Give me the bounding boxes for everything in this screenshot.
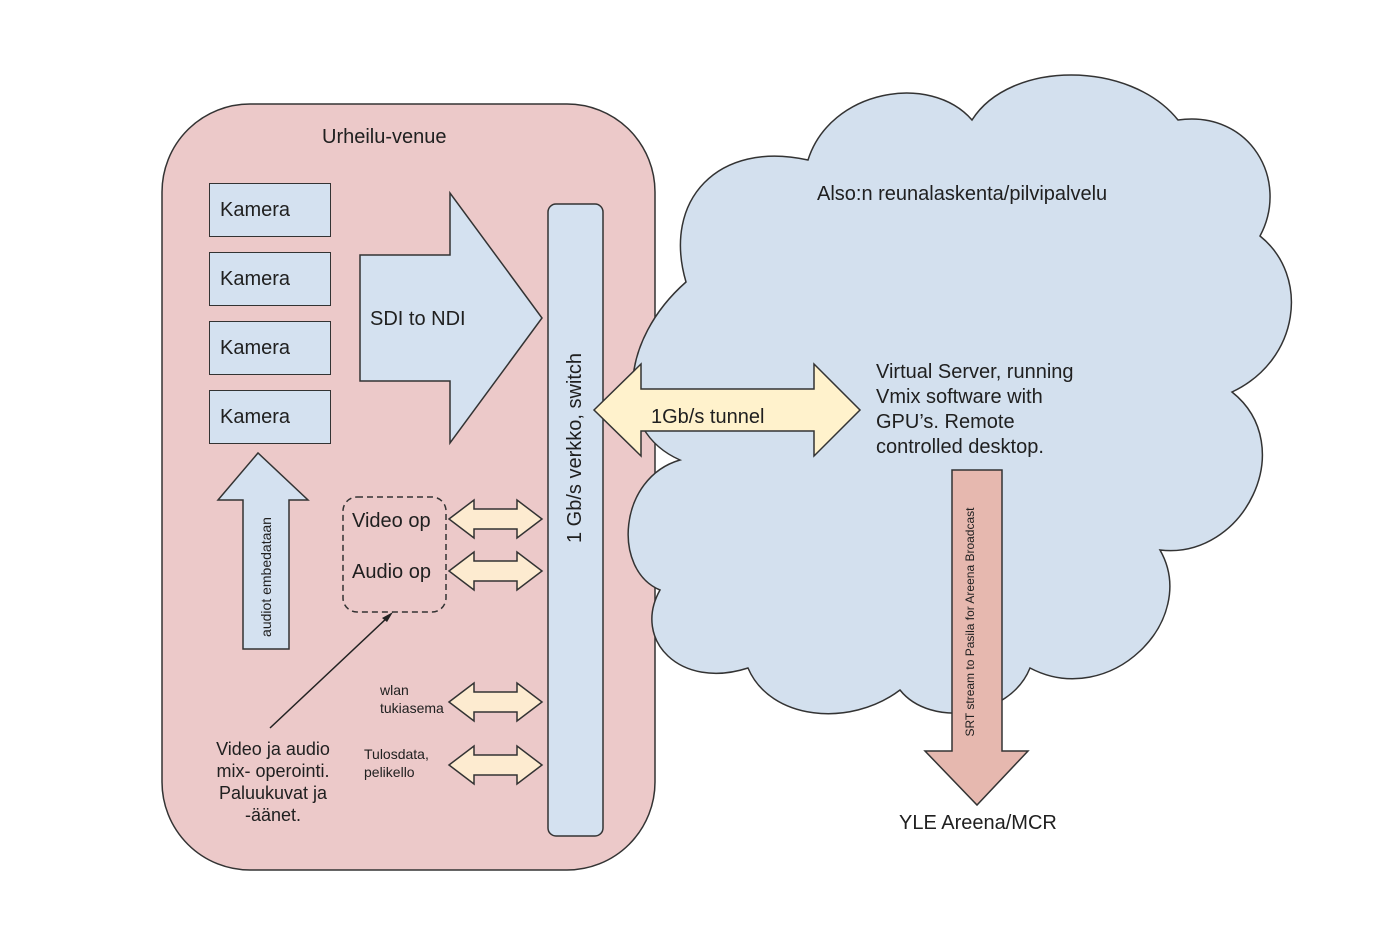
venue-title: Urheilu-venue [322, 126, 447, 148]
server-text-line-4: controlled desktop. [876, 436, 1044, 458]
cloud-shape [627, 74, 1293, 715]
srt-stream-arrow [923, 469, 1030, 807]
mix-note-line-1: Video ja audio [216, 739, 330, 759]
audio-embed-label: audiot embedataan [258, 517, 274, 637]
mix-note-line-4: -äänet. [244, 805, 302, 825]
server-text-line-1: Virtual Server, running [876, 361, 1074, 383]
mix-note-line-2: mix- operointi. [216, 761, 330, 781]
camera-box-2: Kamera [209, 252, 331, 306]
wlan-label-line-1: wlan [380, 682, 409, 698]
camera-box-3: Kamera [209, 321, 331, 375]
switch-label: 1 Gb/s verkko, switch [564, 352, 586, 544]
tulosdata-label-line-1: Tulosdata, [364, 746, 429, 762]
camera-box-4: Kamera [209, 390, 331, 444]
destination-label: YLE Areena/MCR [899, 812, 1057, 834]
mix-note-pointer [269, 616, 389, 729]
srt-stream-label: SRT stream to Pasila for Areena Broadcas… [963, 507, 977, 737]
video-op-label: Video op [352, 510, 431, 532]
tunnel-label: 1Gb/s tunnel [651, 406, 765, 428]
mix-note-line-3: Paluukuvat ja [218, 783, 328, 803]
audio-op-double-arrow [447, 550, 544, 592]
audio-op-label: Audio op [352, 561, 431, 583]
mix-note-pointer-head [382, 612, 393, 622]
cloud-title: Also:n reunalaskenta/pilvipalvelu [817, 183, 1108, 205]
tunnel-double-arrow [592, 362, 862, 458]
tulosdata-label-line-2: pelikello [364, 764, 415, 780]
operators-group [342, 496, 447, 613]
server-text-line-3: GPU’s. Remote [876, 411, 1015, 433]
video-op-double-arrow [447, 498, 544, 540]
tulosdata-double-arrow [447, 744, 544, 786]
sdi-to-ndi-label: SDI to NDI [370, 308, 466, 330]
camera-box-1: Kamera [209, 183, 331, 237]
sdi-to-ndi-arrow [359, 190, 543, 446]
wlan-label-line-2: tukiasema [380, 700, 444, 716]
network-switch [547, 203, 604, 837]
wlan-double-arrow [447, 681, 544, 723]
audio-embed-arrow [216, 451, 310, 650]
server-text-line-2: Vmix software with [876, 386, 1043, 408]
